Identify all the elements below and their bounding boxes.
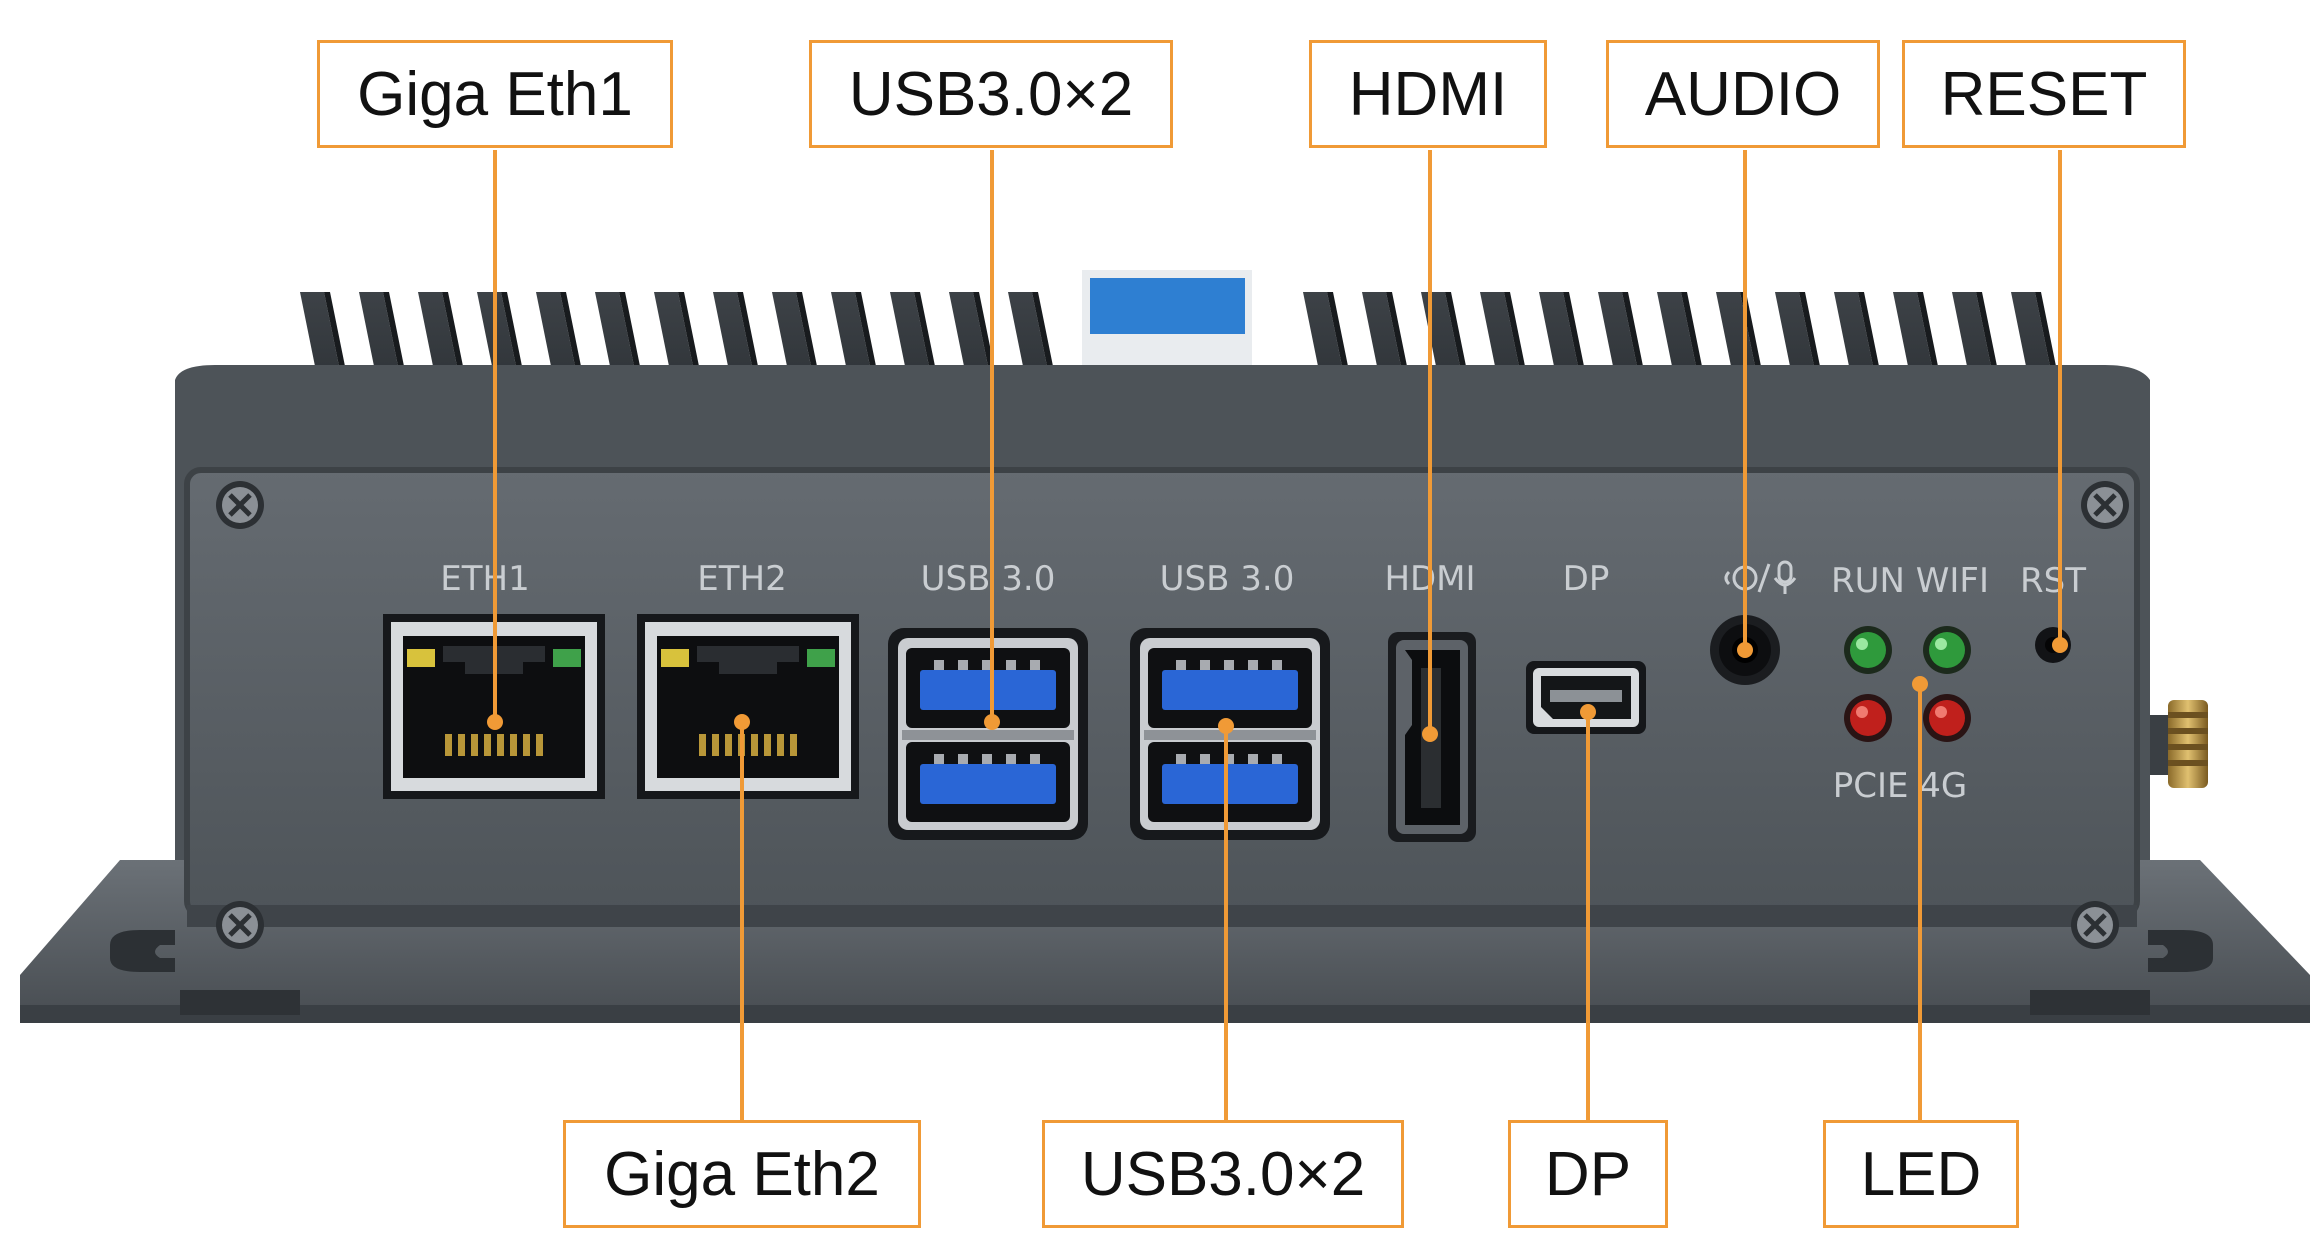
callout-usb-top: USB3.0×2 xyxy=(809,40,1173,148)
usb-stack-b xyxy=(1130,628,1330,840)
chassis-bottom-lip xyxy=(187,905,2137,927)
callout-audio: AUDIO xyxy=(1606,40,1880,148)
led-run xyxy=(1844,626,1892,674)
callout-dp: DP xyxy=(1508,1120,1668,1228)
callout-usb-bottom: USB3.0×2 xyxy=(1042,1120,1404,1228)
panel-label-eth2: ETH2 xyxy=(697,559,786,599)
leader-lines xyxy=(493,150,2062,1120)
ethernet-port-eth2 xyxy=(637,614,859,799)
leader-dots xyxy=(487,637,2068,742)
flange-slot-left xyxy=(110,930,175,972)
sma-antenna-connector-icon xyxy=(2150,700,2208,788)
usb-stack-a xyxy=(888,628,1088,840)
callout-reset: RESET xyxy=(1902,40,2186,148)
led-pcie xyxy=(1844,694,1892,742)
flange-slot-right xyxy=(2148,930,2213,972)
callout-giga-eth2: Giga Eth2 xyxy=(563,1120,921,1228)
flange-foot-right xyxy=(2030,990,2150,1015)
phillips-screw-icon xyxy=(2071,901,2119,949)
panel-label-dp: DP xyxy=(1563,559,1610,599)
displayport-port xyxy=(1526,661,1646,734)
screws xyxy=(216,481,2129,949)
panel-label-rst: RST xyxy=(2020,561,2086,601)
panel-label-eth1: ETH1 xyxy=(440,559,529,599)
flange-foot-left xyxy=(180,990,300,1015)
panel-label-usb-b: USB 3.0 xyxy=(1160,559,1295,599)
callout-led: LED xyxy=(1823,1120,2019,1228)
phillips-screw-icon xyxy=(2081,481,2129,529)
panel-label-run-wifi: RUN WIFI xyxy=(1831,561,1989,601)
top-sticker-band xyxy=(1090,278,1245,334)
callout-hdmi: HDMI xyxy=(1309,40,1547,148)
led-4g xyxy=(1923,694,1971,742)
callout-giga-eth1: Giga Eth1 xyxy=(317,40,673,148)
panel-label-usb-a: USB 3.0 xyxy=(921,559,1056,599)
phillips-screw-icon xyxy=(216,901,264,949)
mounting-flange-edge xyxy=(20,1005,2310,1023)
led-wifi xyxy=(1923,626,1971,674)
phillips-screw-icon xyxy=(216,481,264,529)
panel-label-pcie-4g: PCIE 4G xyxy=(1833,766,1968,806)
